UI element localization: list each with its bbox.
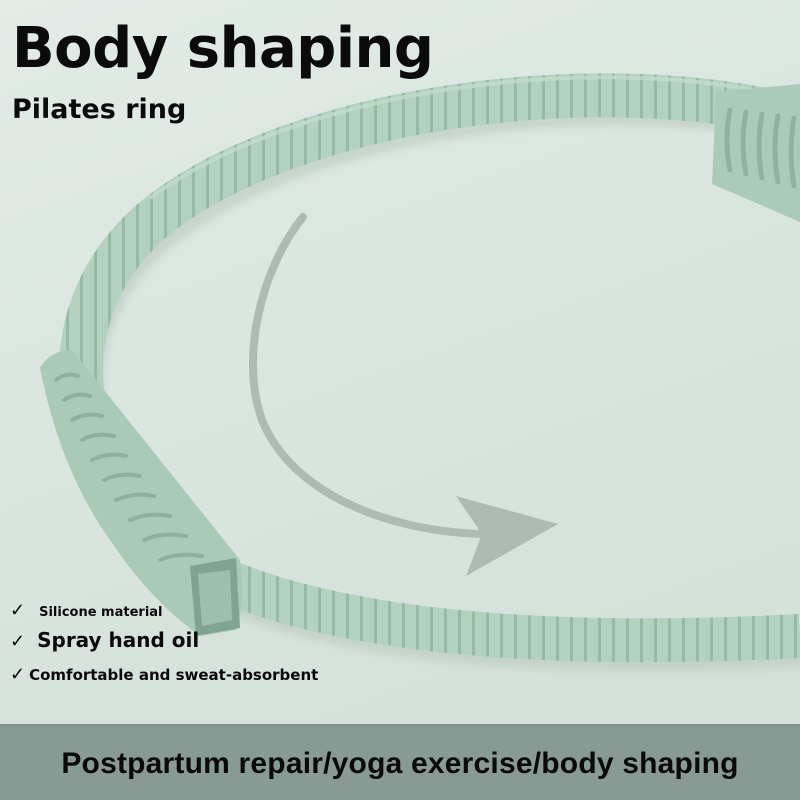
page-title: Body shaping xyxy=(12,16,434,81)
feature-label: Spray hand oil xyxy=(37,628,200,652)
product-subtitle: Pilates ring xyxy=(12,94,187,125)
check-icon: ✓ xyxy=(10,600,26,621)
left-handle xyxy=(40,350,243,636)
feature-item: ✓ Silicone material xyxy=(10,600,318,628)
feature-item: ✓ Comfortable and sweat-absorbent xyxy=(10,664,318,692)
rotation-arrow-icon xyxy=(249,213,558,576)
check-icon: ✓ xyxy=(10,631,26,652)
right-handle xyxy=(712,84,800,222)
check-icon: ✓ xyxy=(10,664,26,685)
feature-list: ✓ Silicone material ✓ Spray hand oil ✓ C… xyxy=(10,600,318,692)
feature-label: Silicone material xyxy=(39,605,163,620)
ring-band xyxy=(59,73,800,663)
banner-text: Postpartum repair/yoga exercise/body sha… xyxy=(61,747,739,780)
feature-item: ✓ Spray hand oil xyxy=(10,628,318,664)
ring-highlight xyxy=(148,75,800,200)
feature-label: Comfortable and sweat-absorbent xyxy=(29,666,319,684)
bottom-banner: Postpartum repair/yoga exercise/body sha… xyxy=(0,724,800,800)
